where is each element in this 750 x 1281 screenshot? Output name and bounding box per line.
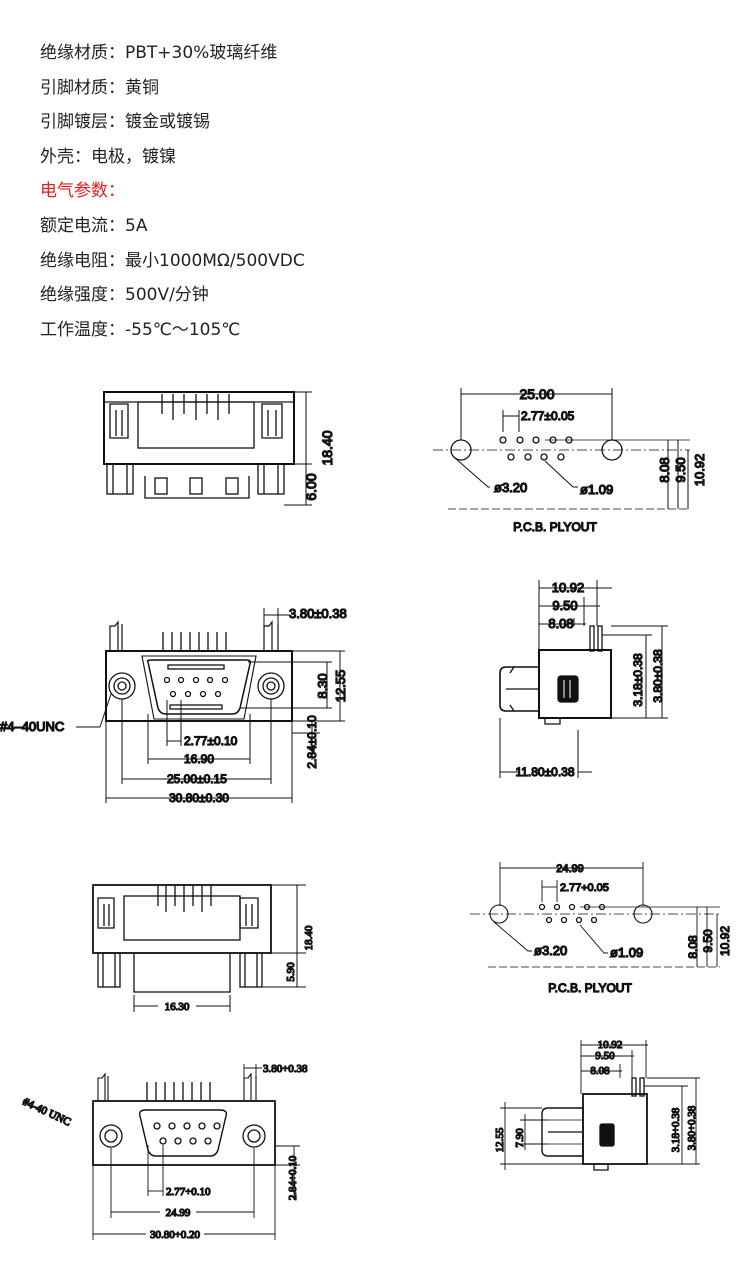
spec-list: 绝缘材质：PBT+30%玻璃纤维 引脚材质：黄铜 引脚镀层：镀金或镀锡 外壳：电… [40, 36, 720, 347]
d2-pitch-label: 2.77±0.05 [521, 409, 575, 423]
d3-width-25-00: 25.00±0.15 [167, 772, 227, 786]
d3-width-30-80: 30.80±0.30 [169, 791, 229, 805]
d4-dim-3-80: 3.80±0.38 [651, 649, 665, 703]
d1-height-label: 18.40 [319, 430, 335, 465]
d1-base-label: 6.00 [303, 473, 319, 500]
d6-big-hole-label: ø3.20 [534, 943, 567, 958]
d8-dim-3-18: 3.18÷0.38 [670, 1107, 682, 1152]
d5-width-label: 16.30 [165, 1001, 190, 1013]
spec-insulation-resistance: 绝缘电阻：最小1000MΩ/500VDC [40, 250, 305, 271]
drawing-front-view-alt [92, 1064, 300, 1240]
d4-dim-11-80: 11.80±0.38 [515, 765, 574, 779]
d6-width-label: 24.99 [556, 863, 584, 875]
d4-dim-9-50: 9.50 [552, 598, 577, 613]
d7-width-30-80: 30.80÷0.20 [150, 1229, 201, 1241]
spec-pin-material: 引脚材质：黄铜 [40, 77, 159, 98]
d3-dim-2-84: 2.84±0.10 [305, 715, 319, 769]
drawing-pcb-layout-alt [470, 862, 720, 968]
d4-dim-3-18: 3.18±0.38 [631, 653, 645, 707]
d8-dim-8-08: 8.08 [590, 1065, 610, 1077]
d2-dim-10-92: 10.92 [692, 454, 707, 487]
d3-thread-label: #4–40UNC [0, 719, 64, 734]
d6-dim-9-50: 9.50 [701, 929, 715, 953]
d8-dim-10-92: 10.92 [598, 1039, 623, 1051]
spec-electrical-heading: 电气参数： [40, 181, 125, 202]
d2-dim-8-08: 8.08 [657, 457, 672, 482]
d2-width-label: 25.00 [519, 386, 554, 402]
drawing-side-view [499, 580, 668, 778]
d2-dim-9-50: 9.50 [673, 457, 688, 482]
d3-dim-8-30: 8.30 [315, 673, 330, 698]
d6-pitch-label: 2.77÷0.05 [560, 882, 609, 894]
spec-operating-temperature: 工作温度：-55℃～105℃ [40, 319, 241, 340]
d3-dim-12-55: 12.55 [333, 670, 348, 703]
spec-dielectric-strength: 绝缘强度：500V/分钟 [40, 285, 209, 306]
drawing-top-view-alt [92, 884, 306, 1012]
d4-dim-10-92: 10.92 [552, 580, 585, 595]
d6-dim-8-08: 8.08 [686, 935, 700, 959]
d6-small-hole-label: ø1.09 [610, 945, 643, 960]
d6-dim-10-92: 10.92 [718, 926, 732, 956]
spec-shell: 外壳：电极，镀镍 [40, 146, 176, 167]
spec-insulation-material: 绝缘材质：PBT+30%玻璃纤维 [40, 43, 278, 63]
d8-dim-3-80: 3.80÷0.38 [686, 1105, 698, 1150]
d2-big-hole-label: ø3.20 [494, 480, 527, 495]
d3-pitch-label: 2.77±0.10 [184, 734, 238, 748]
spec-pin-plating: 引脚镀层：镀金或镀锡 [40, 112, 210, 133]
d8-dim-9-50: 9.50 [595, 1050, 615, 1062]
d3-width-16-90: 16.90 [184, 752, 214, 766]
d6-caption: P.C.B. PLYOUT [548, 981, 632, 995]
d7-pitch-label: 2.77÷0.10 [166, 1186, 211, 1198]
d8-dim-7-90: 7.90 [514, 1128, 526, 1148]
spec-rated-current: 额定电流：5A [40, 215, 148, 236]
d8-dim-12-55: 12.55 [494, 1127, 506, 1152]
d2-caption: P.C.B. PLYOUT [513, 520, 597, 534]
d5-base-label: 5.90 [285, 962, 297, 982]
d4-dim-8-08: 8.08 [548, 616, 573, 631]
d7-dim-2-84: 2.84÷0.10 [287, 1155, 299, 1200]
d5-height-label: 18.40 [303, 925, 315, 950]
d3-top-label: 3.80±0.38 [289, 606, 347, 621]
drawing-front-view [76, 608, 345, 803]
drawing-side-view-alt [500, 1040, 700, 1171]
drawing-pcb-layout [433, 388, 690, 510]
drawing-top-view [103, 391, 312, 506]
d7-top-label: 3.80÷0.38 [263, 1063, 308, 1075]
d7-thread-label: #4-40 UNC [21, 1096, 73, 1129]
d7-width-24-99: 24.99 [166, 1207, 191, 1219]
d2-small-hole-label: ø1.09 [580, 482, 613, 497]
